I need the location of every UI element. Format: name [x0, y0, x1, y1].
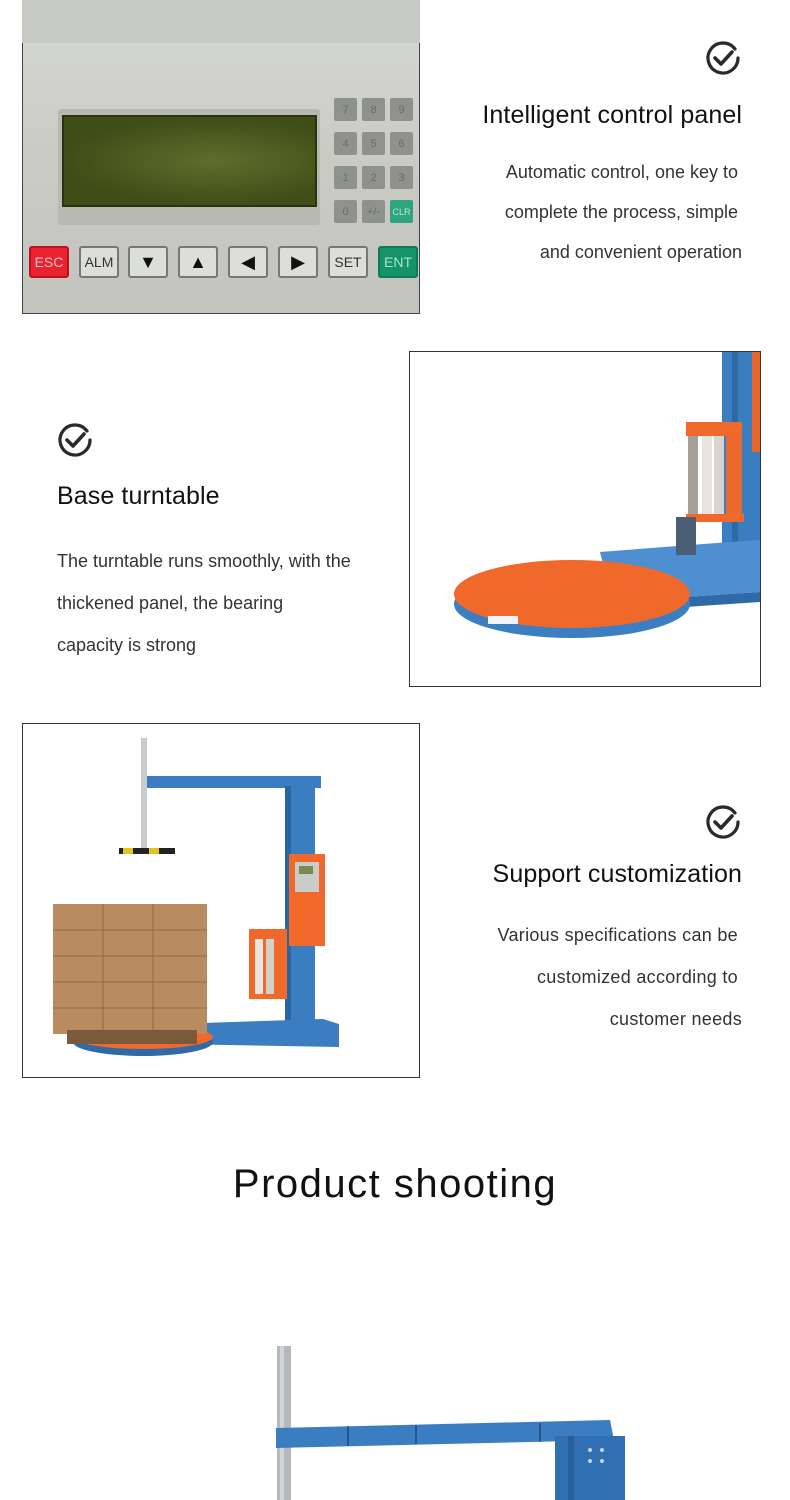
- description-line: capacity is strong: [57, 635, 197, 655]
- description-line: and convenient operation: [539, 242, 742, 262]
- key-6: 6: [390, 132, 413, 155]
- key-0: 0: [334, 200, 357, 223]
- feature-description: The turntable runs smoothly, with the th…: [57, 540, 351, 666]
- key-5: 5: [362, 132, 385, 155]
- feature-description: Automatic control, one key to complete t…: [418, 152, 742, 272]
- description-line: Various specifications can be: [497, 925, 738, 945]
- feature-title: Base turntable: [57, 482, 220, 510]
- key-7: 7: [334, 98, 357, 121]
- key-1: 1: [334, 166, 357, 189]
- check-circle-icon: [57, 422, 93, 458]
- key-down: ▼: [128, 246, 168, 278]
- key-ent: ENT: [378, 246, 418, 278]
- key-plus-minus: +/-: [362, 200, 385, 223]
- check-circle-icon: [705, 804, 741, 840]
- key-9: 9: [390, 98, 413, 121]
- description-line: thickened panel, the bearing: [57, 593, 284, 613]
- turntable-photo: [409, 351, 761, 687]
- description-line: The turntable runs smoothly, with the: [57, 551, 351, 571]
- product-photo: [240, 1330, 660, 1500]
- key-left: ◀: [228, 246, 268, 278]
- feature-description: Various specifications can be customized…: [422, 914, 742, 1040]
- key-esc: ESC: [29, 246, 69, 278]
- pallet-wrapper-photo: [22, 723, 420, 1078]
- feature-title: Intelligent control panel: [482, 101, 742, 129]
- lcd-screen: [62, 115, 317, 207]
- key-2: 2: [362, 166, 385, 189]
- key-set: SET: [328, 246, 368, 278]
- check-circle-icon: [705, 40, 741, 76]
- description-line: customized according to: [537, 967, 738, 987]
- description-line: Automatic control, one key to: [505, 162, 738, 182]
- control-panel-photo: 7 8 9 4 5 6 1 2 3 0 +/- CLR ESC ALM ▼ ▲ …: [22, 0, 420, 314]
- description-line: complete the process, simple: [504, 202, 738, 222]
- photo-top-strip: [22, 0, 420, 43]
- description-line: customer needs: [609, 1009, 742, 1029]
- control-panel-body: 7 8 9 4 5 6 1 2 3 0 +/- CLR ESC ALM ▼ ▲ …: [22, 43, 420, 314]
- section-title: Product shooting: [232, 1162, 558, 1206]
- key-4: 4: [334, 132, 357, 155]
- key-right: ▶: [278, 246, 318, 278]
- key-clr: CLR: [390, 200, 413, 223]
- key-8: 8: [362, 98, 385, 121]
- key-3: 3: [390, 166, 413, 189]
- feature-title: Support customization: [492, 860, 742, 888]
- key-alm: ALM: [79, 246, 119, 278]
- key-up: ▲: [178, 246, 218, 278]
